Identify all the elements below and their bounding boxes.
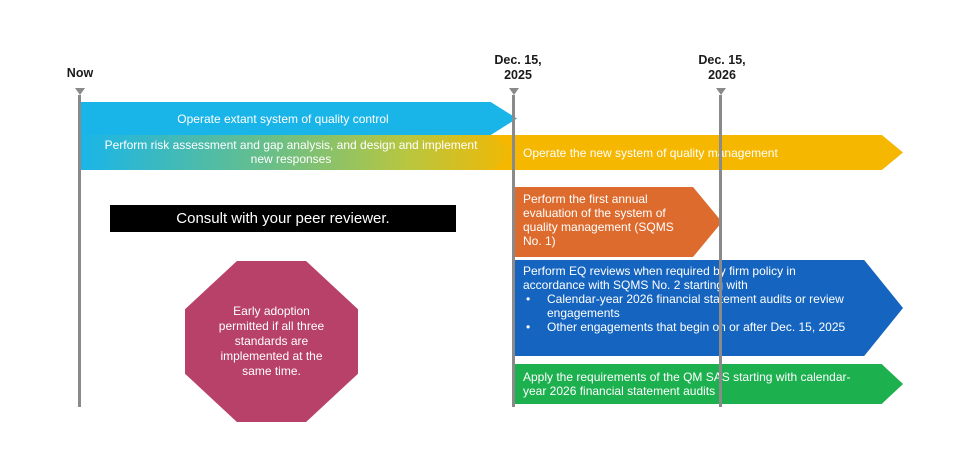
milestone-label-now: Now: [66, 66, 94, 80]
early-adoption-octagon: Early adoption permitted if all three st…: [185, 261, 358, 422]
now-timeline-line: [78, 95, 81, 407]
now-marker-icon: [75, 88, 85, 95]
eq-reviews-arrow: Perform EQ reviews when required by firm…: [515, 260, 903, 356]
milestone-label-dec-2026: Dec. 15, 2026: [698, 53, 746, 82]
eq-reviews-bullet-list: Calendar-year 2026 financial statement a…: [523, 292, 851, 334]
qm-sas-arrow: Apply the requirements of the QM SAS sta…: [515, 364, 903, 404]
consult-peer-reviewer-box: Consult with your peer reviewer.: [110, 205, 456, 232]
early-adoption-text: Early adoption permitted if all three st…: [218, 304, 325, 378]
eq-reviews-intro: Perform EQ reviews when required by firm…: [523, 264, 796, 292]
eq-reviews-bullet: Calendar-year 2026 financial statement a…: [523, 292, 851, 320]
operate-new-text: Operate the new system of quality manage…: [523, 146, 778, 160]
eq-reviews-bullet: Other engagements that begin on or after…: [523, 320, 851, 334]
dec-2026-marker-icon: [716, 88, 726, 95]
risk-assessment-text: Perform risk assessment and gap analysis…: [104, 138, 478, 166]
operate-extant-text: Operate extant system of quality control: [177, 112, 389, 126]
eq-reviews-text: Perform EQ reviews when required by firm…: [523, 264, 851, 334]
operate-extant-arrow: Operate extant system of quality control: [79, 102, 517, 135]
risk-assessment-arrow: Perform risk assessment and gap analysis…: [79, 135, 517, 170]
dec-2025-timeline-line: [512, 95, 515, 407]
dec-2026-timeline-line: [719, 95, 722, 407]
milestone-label-dec-2025: Dec. 15, 2025: [494, 53, 542, 82]
annual-evaluation-text: Perform the first annual evaluation of t…: [523, 192, 674, 248]
annual-evaluation-arrow: Perform the first annual evaluation of t…: [515, 187, 722, 257]
qm-sas-text: Apply the requirements of the QM SAS sta…: [523, 370, 851, 398]
dec-2025-marker-icon: [509, 88, 519, 95]
